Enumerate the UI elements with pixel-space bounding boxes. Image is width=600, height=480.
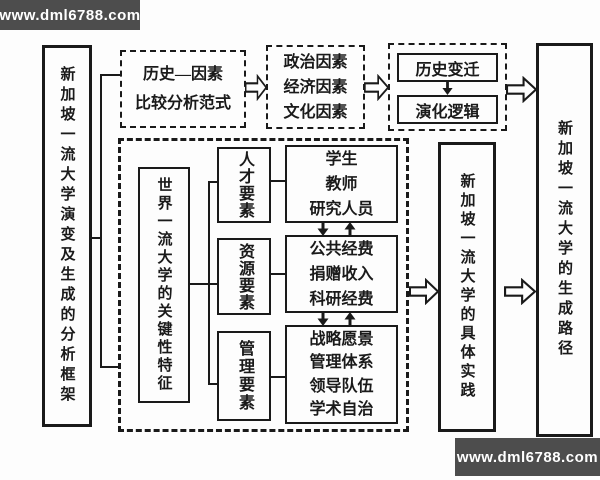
connector-line [208,181,210,385]
history-factor-paradigm-box: 历史—因素 比较分析范式 [120,50,246,128]
resource-factor-box: 资源要素 [217,238,271,315]
connector-line [269,180,285,182]
key-features-box: 世界一流大学的关键性特征 [138,167,190,403]
arrow-down-icon [317,222,329,236]
connector-line [100,74,122,76]
watermark-text: www.dml6788.com [0,6,141,24]
flow-arrow-right-icon [504,278,536,305]
management-item-vision: 战略愿景 [309,330,374,348]
talent-item-students: 学生 [325,150,358,168]
arrow-down-icon [317,312,329,326]
factor-cultural: 文化因素 [283,103,348,121]
resource-item-public-funds: 公共经费 [309,240,374,258]
resource-item-donations: 捐赠收入 [309,265,374,283]
arrow-up-icon [344,312,356,326]
management-factor-box: 管理要素 [217,331,271,421]
paradigm-line1: 历史—因素 [142,66,223,83]
management-item-system: 管理体系 [309,354,374,371]
watermark-top-banner: www.dml6788.com [0,0,140,30]
analysis-framework-label: 新加坡一流大学演变及生成的分析框架 [58,66,75,406]
history-change-label: 历史变迁 [415,61,480,79]
watermark-bottom-banner: www.dml6788.com [455,438,600,476]
external-factors-box: 政治因素 经济因素 文化因素 [266,45,365,129]
factor-political: 政治因素 [283,53,348,71]
connector-line [208,181,217,183]
arrow-down-icon [442,82,453,95]
analysis-framework-box: 新加坡一流大学演变及生成的分析框架 [42,45,92,427]
watermark-text: www.dml6788.com [456,448,599,466]
history-change-box: 历史变迁 [397,53,498,82]
connector-line [269,376,285,378]
management-factor-label: 管理要素 [236,340,253,412]
generation-path-label: 新加坡一流大学的生成路径 [556,120,572,360]
talent-factor-box: 人才要素 [217,147,271,223]
evolution-logic-label: 演化逻辑 [415,103,480,121]
evolution-logic-box: 演化逻辑 [397,95,498,124]
management-item-leadership: 领导队伍 [309,377,374,395]
flow-arrow-right-icon [409,278,439,305]
practice-box: 新加坡一流大学的具体实践 [438,142,496,432]
resource-factor-label: 资源要素 [236,242,253,311]
connector-line [100,74,102,368]
practice-label: 新加坡一流大学的具体实践 [458,173,475,401]
resource-item-research-funds: 科研经费 [309,290,374,308]
management-item-autonomy: 学术自治 [309,401,374,418]
connector-line [269,273,285,275]
key-features-label: 世界一流大学的关键性特征 [155,177,172,393]
connector-line [208,383,217,385]
flow-arrow-right-icon [506,76,537,103]
generation-path-box: 新加坡一流大学的生成路径 [536,43,593,437]
talent-items-box: 学生 教师 研究人员 [285,145,398,223]
connector-line [100,366,120,368]
factor-economic: 经济因素 [283,78,348,96]
talent-item-researchers: 研究人员 [309,200,374,218]
connector-line [90,237,102,239]
connector-line [188,283,217,285]
key-features-container-box [118,138,409,432]
paradigm-line2: 比较分析范式 [134,95,231,112]
flow-arrow-right-icon [364,74,389,101]
talent-item-teachers: 教师 [325,175,358,193]
arrow-up-icon [344,222,356,236]
resource-items-box: 公共经费 捐赠收入 科研经费 [285,235,398,313]
management-items-box: 战略愿景 管理体系 领导队伍 学术自治 [285,325,398,424]
flow-arrow-right-icon [245,74,267,101]
talent-factor-label: 人才要素 [236,151,253,219]
